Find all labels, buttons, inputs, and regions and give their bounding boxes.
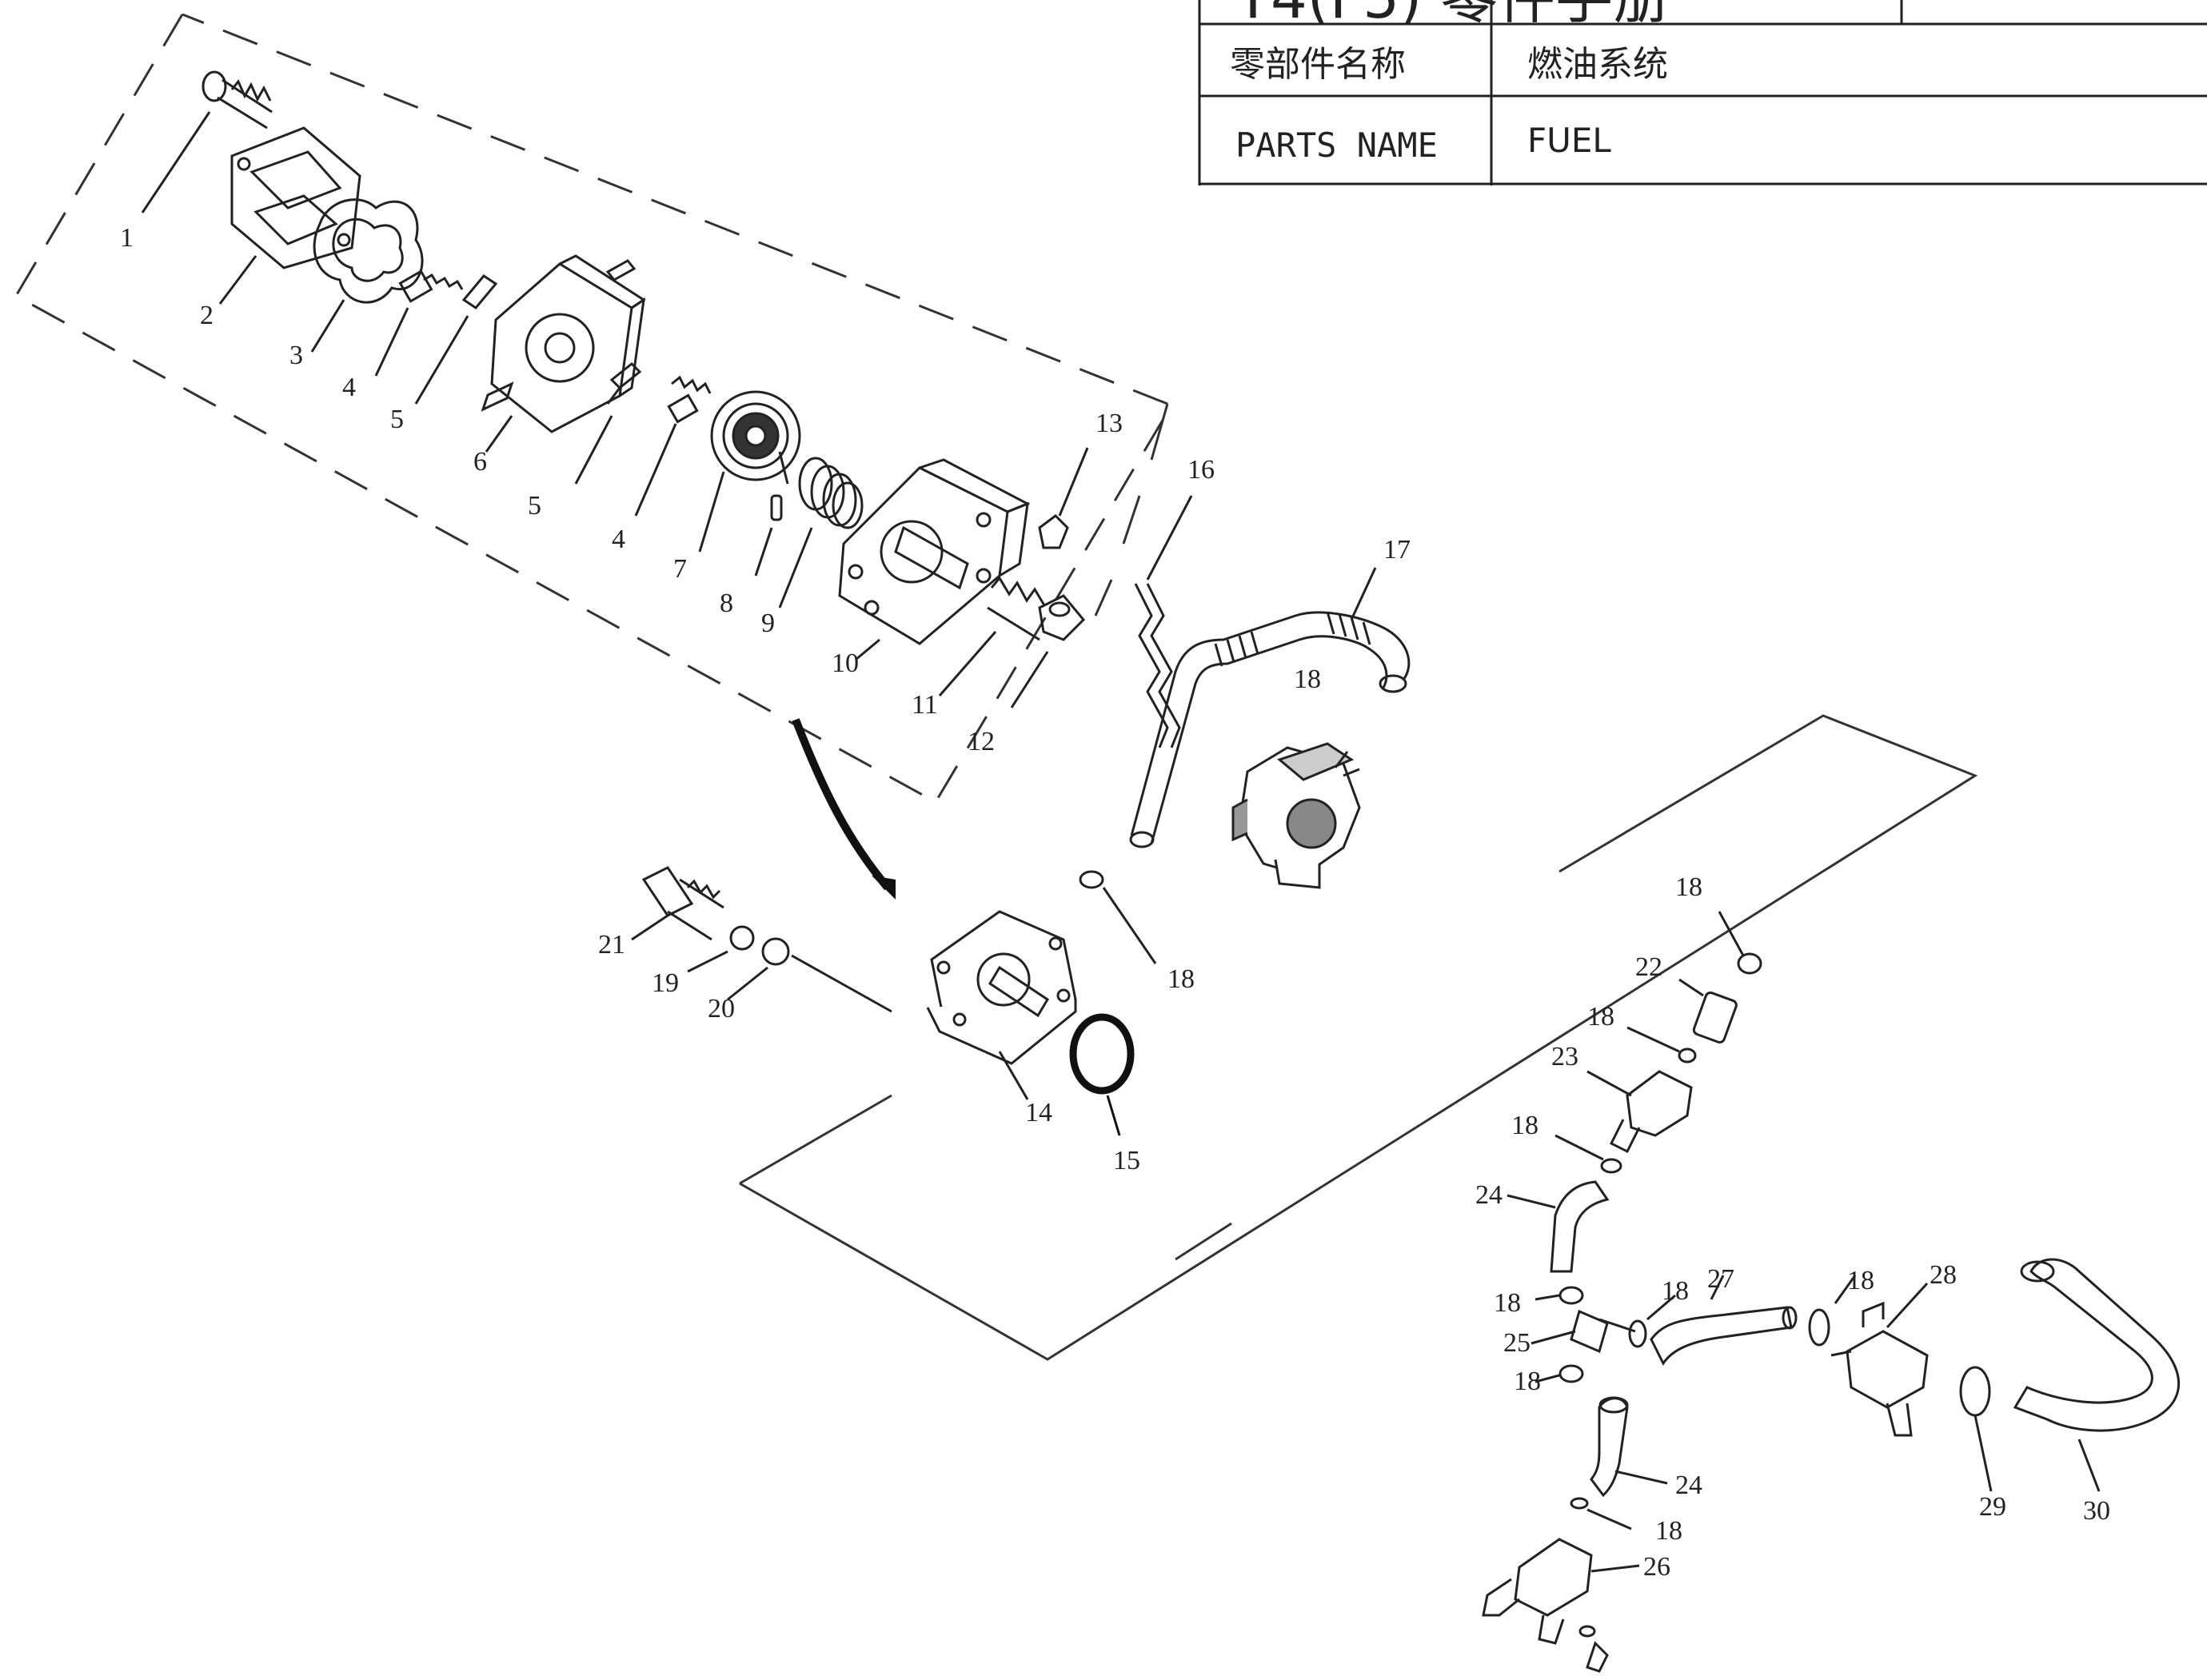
small-spring-part	[938, 576, 1046, 696]
gasket-part	[218, 126, 361, 305]
callout-4b: 4	[612, 525, 625, 554]
callout-26: 26	[1643, 1552, 1670, 1582]
cap-part	[1010, 594, 1086, 708]
callout-18h: 18	[1662, 1276, 1689, 1306]
pump-base-part	[838, 458, 1031, 661]
callout-24a: 24	[1475, 1180, 1503, 1210]
callout-15: 15	[1113, 1146, 1140, 1175]
callout-12: 12	[968, 727, 995, 756]
callout-8: 8	[720, 589, 733, 618]
callout-6: 6	[473, 447, 487, 477]
diaphragm-part	[310, 198, 424, 353]
callout-18d: 18	[1587, 1002, 1614, 1032]
callout-29: 29	[1979, 1492, 2006, 1522]
callout-5b: 5	[528, 491, 541, 521]
pump-clamp-part	[1079, 870, 1157, 964]
boundary-breaks	[1094, 403, 1169, 617]
pin-upper-part	[414, 274, 498, 405]
pump-exploded-boundary	[14, 13, 1174, 804]
callout-18j: 18	[1655, 1516, 1682, 1546]
carburetor-part	[1231, 742, 1361, 889]
document-title: T4(F5) 零件手册	[1235, 0, 1670, 31]
clip-part	[1134, 495, 1193, 748]
assembled-pump-part	[926, 910, 1077, 1100]
callout-4a: 4	[342, 373, 356, 402]
valve-lower-part	[634, 375, 712, 517]
callout-9: 9	[761, 609, 775, 638]
callout-3: 3	[289, 341, 303, 370]
callout-18f: 18	[1494, 1288, 1521, 1318]
parts-name-label-en: PARTS NAME	[1235, 126, 1438, 165]
callout-1: 1	[120, 223, 134, 253]
callout-30: 30	[2083, 1496, 2110, 1526]
parts-name-label-cn: 零部件名称	[1230, 44, 1406, 85]
diaphragm-rod-part	[698, 390, 801, 553]
callout-22: 22	[1635, 952, 1662, 982]
callout-23: 23	[1551, 1042, 1578, 1071]
callout-11: 11	[912, 690, 938, 720]
callout-27: 27	[1707, 1264, 1734, 1294]
spring-part	[778, 457, 864, 609]
assembly-arrow	[792, 718, 896, 900]
assembly-boundary	[739, 714, 1978, 1361]
callout-28: 28	[1930, 1260, 1957, 1290]
title-block	[1198, 0, 2207, 186]
fuel-line-clamps	[1482, 911, 2180, 1673]
callout-5a: 5	[390, 405, 404, 434]
callout-18b: 18	[1167, 964, 1195, 994]
valve-upper-part	[374, 269, 464, 377]
callout-20: 20	[708, 994, 735, 1024]
callout-24b: 24	[1675, 1470, 1702, 1500]
callout-7: 7	[673, 554, 687, 584]
callout-18e: 18	[1511, 1111, 1539, 1140]
rod-part	[754, 494, 783, 577]
callout-17: 17	[1383, 535, 1411, 565]
pump-body-upper	[481, 254, 646, 453]
parts-name-value-en: FUEL	[1527, 121, 1611, 160]
callout-18g: 18	[1514, 1367, 1541, 1396]
callout-10: 10	[832, 648, 859, 678]
parts-name-value-cn: 燃油系统	[1527, 44, 1668, 85]
callout-18a: 18	[1294, 664, 1321, 694]
callout-13: 13	[1096, 409, 1123, 438]
callout-2: 2	[200, 301, 214, 330]
callout-16: 16	[1187, 455, 1215, 485]
callout-18c: 18	[1675, 872, 1702, 902]
pin-lower-part	[574, 361, 642, 485]
callout-14: 14	[1025, 1098, 1052, 1127]
callout-25: 25	[1503, 1328, 1531, 1358]
nut-part	[1038, 447, 1089, 549]
washers-part	[687, 925, 892, 1013]
callout-18i: 18	[1847, 1266, 1874, 1295]
bolt-part	[631, 866, 724, 941]
fuel-hose-part	[1129, 567, 1411, 848]
callout-21: 21	[598, 930, 625, 960]
callout-19: 19	[652, 968, 679, 998]
screw-part	[141, 70, 273, 213]
o-ring-part	[1069, 1013, 1135, 1136]
callout-labels: 1 2 3 4 5 6 5 4 7 8 9 10 11 12 13 16 17 …	[120, 223, 2110, 1582]
